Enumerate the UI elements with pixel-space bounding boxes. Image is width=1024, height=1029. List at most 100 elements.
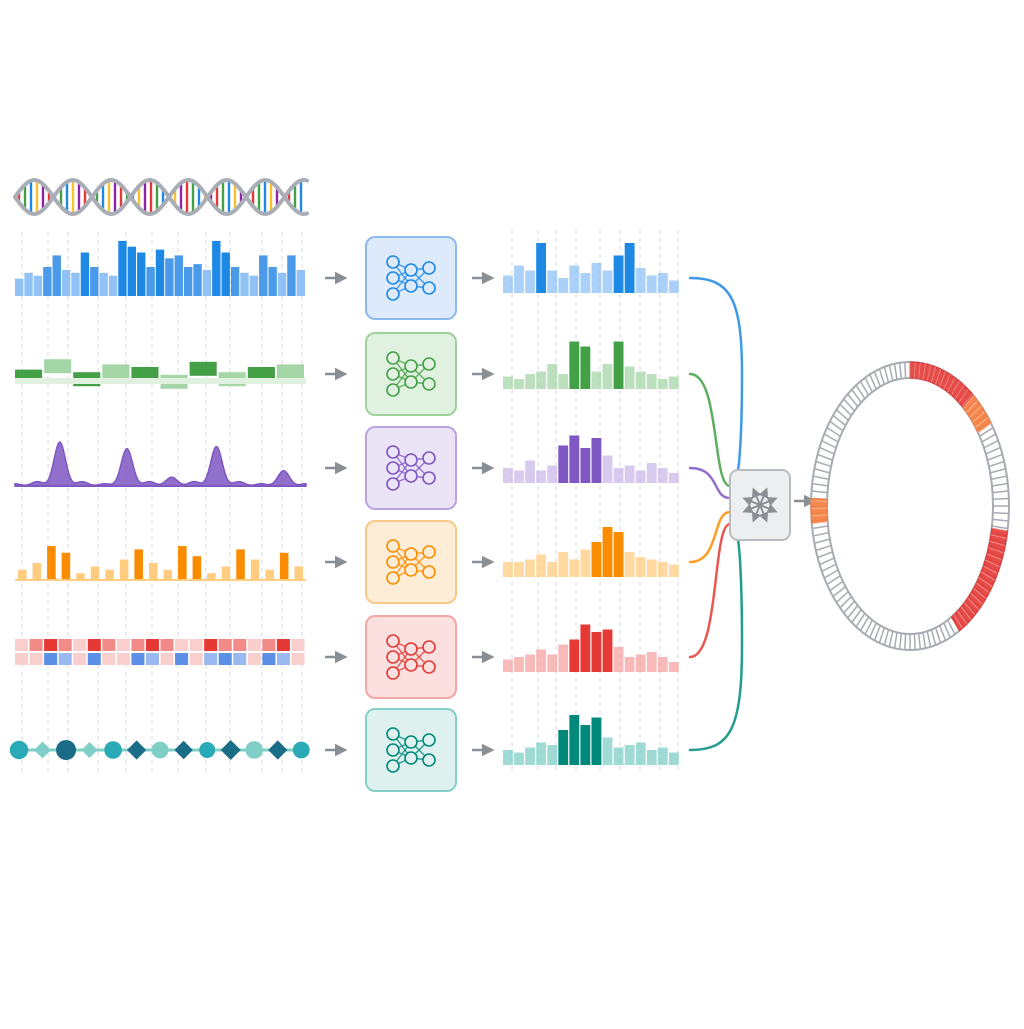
output-bar <box>625 466 635 484</box>
input-bar <box>137 253 145 297</box>
input-grid-cell <box>102 653 115 665</box>
ring-highlight-tick <box>811 501 827 502</box>
ring-tick <box>824 434 838 442</box>
merge-curve-3 <box>690 468 730 498</box>
output-bar <box>625 243 635 293</box>
input-grid-cell <box>190 653 203 665</box>
output-bar <box>558 446 568 484</box>
output-bar <box>647 276 657 294</box>
input-bar <box>268 267 276 296</box>
ring-tick <box>884 367 888 382</box>
input-bar <box>34 276 42 296</box>
output-bar <box>558 374 568 389</box>
input-shape <box>152 742 169 759</box>
input-segment <box>277 364 304 378</box>
input-bar <box>184 267 192 296</box>
ring-tick <box>870 623 877 638</box>
input-spike <box>236 549 245 580</box>
output-bar <box>658 379 668 389</box>
output-bar <box>547 271 557 294</box>
input-grid-cell <box>277 639 290 651</box>
output-bar <box>558 730 568 765</box>
input-spike <box>251 560 260 580</box>
nn-node <box>405 564 417 576</box>
input-spike <box>207 573 216 580</box>
input-bar <box>128 247 136 296</box>
input-grid-cell <box>146 653 159 665</box>
output-bar <box>569 436 579 484</box>
output-bar <box>536 471 546 484</box>
ring-tick <box>989 462 1004 467</box>
output-bar <box>603 271 613 294</box>
integrator-center <box>757 502 763 508</box>
output-bar <box>658 562 668 577</box>
ring-tick <box>875 372 881 387</box>
output-bar <box>536 650 546 673</box>
ring-highlight-segment <box>811 499 828 524</box>
input-grid-cell <box>291 653 304 665</box>
input-grid-cell <box>44 639 57 651</box>
output-bar <box>503 750 513 765</box>
input-grid-cell <box>233 653 246 665</box>
nn-node <box>387 635 399 647</box>
ring-tick <box>905 634 906 650</box>
output-bar <box>592 372 602 390</box>
model-boxes <box>366 237 456 791</box>
nn-node <box>405 360 417 372</box>
nn-node <box>423 472 435 484</box>
input-shape <box>56 740 76 760</box>
output-bar <box>514 562 524 577</box>
input-bar <box>203 270 211 296</box>
nn-node <box>387 446 399 458</box>
model-box-5 <box>366 616 456 698</box>
input-grid-cell <box>59 639 72 651</box>
input-spike <box>91 566 100 580</box>
ring-tick <box>900 363 902 379</box>
ring-tick <box>812 483 828 486</box>
output-bar <box>525 461 535 484</box>
input-grid-cell <box>291 639 304 651</box>
nn-node <box>387 651 399 663</box>
output-bar <box>580 550 590 578</box>
ring-tick <box>992 526 1008 529</box>
integrator-node <box>730 470 814 540</box>
input-spike <box>294 566 303 580</box>
output-bar <box>669 377 679 390</box>
output-bar <box>658 748 668 766</box>
output-bar <box>614 647 624 672</box>
output-bar <box>625 367 635 390</box>
input-grid-cell <box>73 639 86 651</box>
input-grid-cell <box>146 639 159 651</box>
nn-node <box>387 256 399 268</box>
nn-node <box>405 454 417 466</box>
ring-tick <box>814 469 829 473</box>
output-bar <box>525 655 535 673</box>
output-bar <box>603 630 613 673</box>
input-spike <box>18 570 27 580</box>
nn-node <box>387 462 399 474</box>
ring-tick <box>884 630 888 645</box>
output-bar <box>636 655 646 673</box>
ring-tick <box>875 625 881 640</box>
nn-node <box>405 643 417 655</box>
output-bar <box>547 655 557 673</box>
ring-tick <box>940 625 946 640</box>
ring-tick <box>990 469 1005 473</box>
input-grid-cell <box>262 653 275 665</box>
input-grid-cell <box>248 639 261 651</box>
input-grid-cell <box>233 639 246 651</box>
nn-node <box>405 548 417 560</box>
output-bar <box>569 715 579 765</box>
ring-tick <box>827 576 840 585</box>
model-box-3 <box>366 427 456 509</box>
output-bar <box>647 374 657 389</box>
output-bar <box>514 471 524 484</box>
input-spike <box>149 563 158 580</box>
ring-tick <box>984 441 998 448</box>
input-spike <box>105 570 114 580</box>
ring-tick <box>900 633 902 649</box>
input-grid-cell <box>30 639 43 651</box>
output-track-2 <box>503 342 679 390</box>
model-box <box>366 709 456 791</box>
